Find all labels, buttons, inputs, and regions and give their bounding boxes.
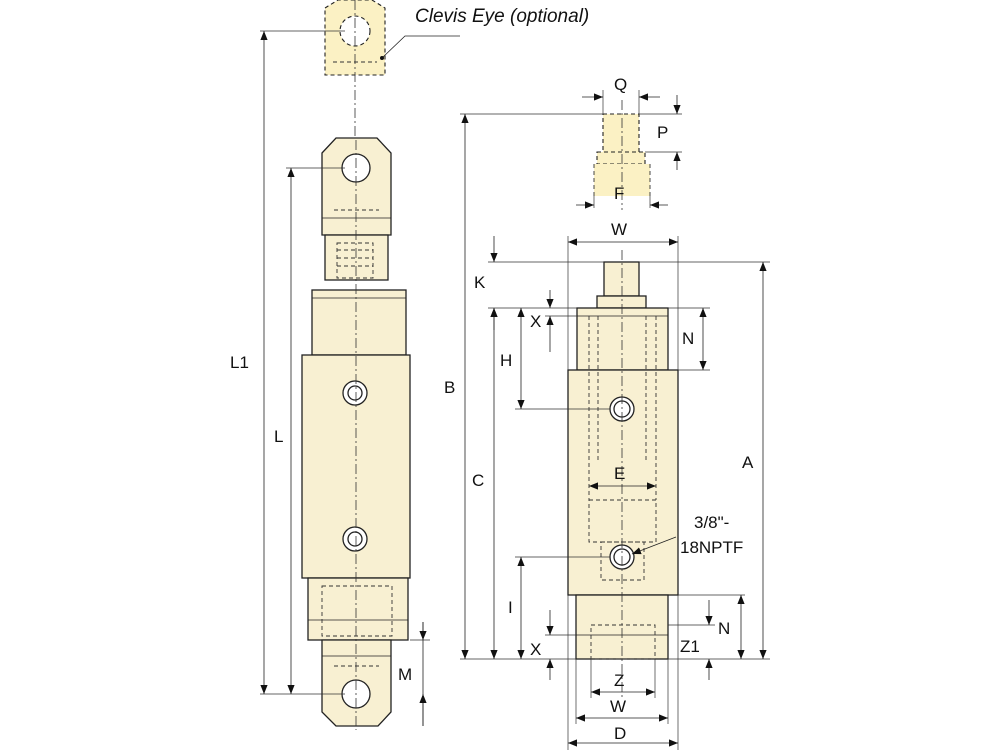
top-clevis xyxy=(321,137,392,236)
label-Z1: Z1 xyxy=(680,637,700,656)
label-K: K xyxy=(474,273,486,292)
label-F: F xyxy=(614,184,624,203)
dim-A xyxy=(639,261,770,660)
label-I: I xyxy=(508,598,513,617)
label-W-bottom: W xyxy=(610,697,626,716)
label-N-top: N xyxy=(682,329,694,348)
dim-H xyxy=(515,308,610,410)
dim-W-top xyxy=(567,236,679,370)
labels: Clevis Eye (optional) L1 L M B K X H C N… xyxy=(230,6,754,743)
dim-F xyxy=(576,196,668,209)
left-side-view xyxy=(260,0,460,730)
label-port-line1: 3/8"- xyxy=(694,513,729,532)
dim-Q xyxy=(582,90,660,114)
label-port-line2: 18NPTF xyxy=(680,538,743,557)
dim-L xyxy=(286,167,345,694)
dim-Z xyxy=(590,659,656,698)
dim-L1 xyxy=(260,30,345,695)
dim-W-bottom xyxy=(575,659,669,724)
label-L: L xyxy=(274,427,283,446)
label-P: P xyxy=(657,123,668,142)
label-X-bottom: X xyxy=(530,640,541,659)
label-Z: Z xyxy=(614,671,624,690)
bottom-clevis xyxy=(321,639,392,727)
label-W-top: W xyxy=(611,220,627,239)
label-B: B xyxy=(444,378,455,397)
right-front-view xyxy=(460,90,770,750)
dim-N-top xyxy=(668,307,710,371)
label-X-top: X xyxy=(530,312,541,331)
dim-P xyxy=(639,95,682,170)
label-M: M xyxy=(398,665,412,684)
dim-N-bottom xyxy=(678,594,745,659)
port-leader xyxy=(631,536,677,555)
label-N-bottom: N xyxy=(718,619,730,638)
label-H: H xyxy=(500,351,512,370)
dim-X-top xyxy=(545,290,577,352)
label-L1: L1 xyxy=(230,353,249,372)
top-stud xyxy=(596,261,647,309)
top-rod xyxy=(324,234,389,281)
dim-B xyxy=(460,113,603,660)
dim-M xyxy=(410,622,430,726)
clevis-leader xyxy=(381,35,460,59)
dim-X-bottom xyxy=(545,610,576,680)
front-body xyxy=(567,307,679,660)
label-A: A xyxy=(742,453,754,472)
dim-I xyxy=(515,556,610,659)
dim-Z1 xyxy=(668,600,715,680)
label-clevis-eye: Clevis Eye (optional) xyxy=(415,6,589,27)
label-C: C xyxy=(472,471,484,490)
dim-D xyxy=(567,595,679,750)
label-D: D xyxy=(614,724,626,743)
label-E: E xyxy=(614,464,625,483)
label-Q: Q xyxy=(614,75,627,94)
